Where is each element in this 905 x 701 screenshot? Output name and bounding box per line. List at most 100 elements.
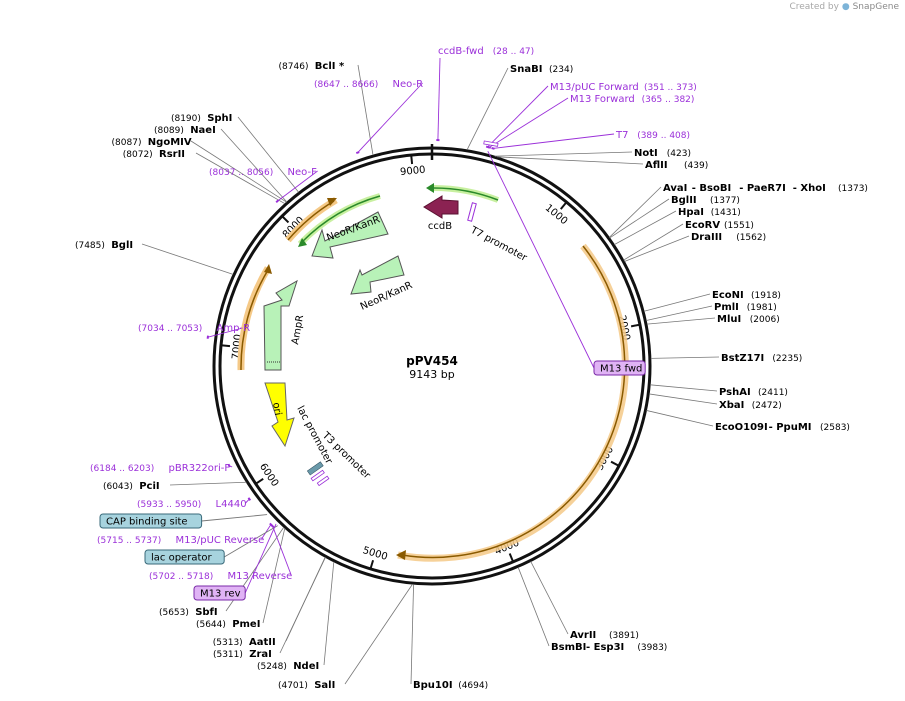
enzyme-leader-line — [141, 243, 234, 275]
feature-label-t7-promoter: T7 promoter — [468, 224, 530, 264]
primer-site-mark — [227, 463, 231, 468]
feature-box-text: CAP binding site — [106, 517, 188, 528]
feature-box-label: M13 fwd — [593, 360, 646, 376]
primer-label: (6184 .. 6203)pBR322ori-F — [90, 463, 230, 474]
leader-lines — [141, 57, 720, 685]
primer-range: (8037 .. 8056) — [209, 168, 273, 178]
enzyme-leader-line — [285, 557, 326, 642]
enzyme-label: (4701)SalI — [278, 680, 335, 691]
enzyme-name: SphI — [207, 113, 232, 124]
primer-name: M13/pUC Reverse — [176, 535, 265, 546]
snapgene-logo-icon: ● — [841, 2, 850, 12]
primer-name: L4440 — [216, 499, 247, 510]
enzyme-position: (2411) — [758, 388, 788, 398]
enzyme-leader-line — [494, 151, 633, 157]
enzyme-leader-line — [410, 584, 414, 685]
enzyme-leader-line — [646, 305, 713, 321]
tick-label-5000: 5000 — [361, 545, 389, 563]
primer-mark-top — [483, 140, 499, 147]
enzyme-label: EcoNI(1918) — [712, 290, 781, 301]
tick-mark-9000 — [410, 154, 414, 165]
enzyme-name: PmeI — [232, 619, 260, 630]
primer-range: (7034 .. 7053) — [138, 324, 202, 334]
enzyme-name: BstZ17I — [721, 353, 764, 364]
enzyme-label: (8089) NaeI — [154, 125, 216, 136]
primer-name: M13 Forward — [570, 94, 635, 105]
primer-name: M13/pUC Forward — [550, 82, 639, 93]
enzyme-leader-line — [623, 223, 684, 261]
site-labels: SnaBI(234) NotI (423)AflII (439) AvaI- BsoBI… — [75, 46, 868, 691]
enzyme-name: EcoRV — [685, 220, 720, 231]
enzyme-position: (1551) — [724, 221, 754, 231]
feature-box — [99, 513, 203, 529]
primer-leader-line — [492, 133, 615, 149]
primer-leader-line — [207, 326, 247, 338]
enzyme-name: AflII — [645, 160, 668, 171]
tick-mark-5000 — [369, 559, 375, 570]
enzyme-label: PmlI(1981) — [714, 302, 777, 313]
primer-label: (5715 .. 5737)M13/pUC Reverse — [97, 535, 264, 546]
enzyme-leader-line — [195, 152, 286, 205]
enzyme-leader-line — [530, 561, 569, 635]
box-leader-line — [244, 523, 277, 594]
feature-box-text: M13 fwd — [600, 364, 642, 375]
box-leader-line — [201, 514, 268, 522]
enzyme-label: Bpu10I(4694) — [413, 680, 488, 691]
primer-site-mark — [491, 147, 495, 150]
enzyme-position: (439) — [684, 161, 708, 171]
enzyme-position: (5248) — [257, 662, 287, 672]
neo-kan-arrow-2 — [350, 255, 405, 295]
plasmid-name: pPV454 — [406, 354, 458, 368]
feature-labels: ccdB T7 promoter NeoR/KanR NeoR/KanR Amp… — [270, 214, 529, 482]
primer-range: (6184 .. 6203) — [90, 464, 154, 474]
enzyme-position: (1918) — [751, 291, 781, 301]
neo-kan-arrow-1 — [311, 211, 389, 259]
enzyme-label: (5313)AatII — [213, 637, 276, 648]
tick-label-9000: 9000 — [400, 165, 426, 178]
enzyme-leader-line — [497, 156, 644, 165]
enzyme-name: SbfI — [195, 607, 217, 618]
orf-arc-left-upper-arrowhead — [327, 198, 337, 206]
feature-box-text: M13 rev — [200, 589, 241, 600]
feature-label-ccdb: ccdB — [428, 221, 452, 232]
orf-arc-right-arrowhead — [396, 550, 406, 560]
ampr-arrow — [263, 279, 298, 371]
enzyme-leader-line — [649, 393, 718, 405]
enzyme-position: (8746) — [279, 62, 309, 72]
enzyme-position: (423) — [667, 149, 691, 159]
tick-mark-4000 — [508, 553, 515, 563]
enzyme-position: (1373) — [838, 184, 868, 194]
feature-box — [593, 360, 646, 376]
primer-site-mark — [247, 497, 252, 501]
enzyme-label: SnaBI(234) — [510, 64, 573, 75]
enzyme-position: (3983) — [637, 643, 667, 653]
enzyme-label: (8190)SphI — [171, 113, 232, 124]
enzyme-name: PciI — [139, 481, 159, 492]
primer-name: Neo-F — [288, 167, 318, 178]
primer-leader-line — [437, 57, 441, 141]
enzyme-leader-line — [609, 198, 670, 239]
enzyme-label: BstZ17I (2235) — [721, 353, 802, 364]
feature-box-text: lac operator — [151, 553, 212, 564]
enzyme-name: NotI — [634, 148, 658, 159]
enzyme-name: XbaI — [719, 400, 744, 411]
enzyme-name: BglII — [671, 195, 697, 206]
enzyme-label: AvaI- BsoBI- PaeR7I- XhoI(1373) — [663, 183, 868, 194]
enzyme-position: (5644) — [196, 620, 226, 630]
enzyme-name: NaeI — [190, 125, 216, 136]
enzyme-leader-line — [643, 293, 711, 312]
enzyme-position: (2235) — [772, 354, 802, 364]
enzyme-name: - Esp3I — [586, 642, 624, 653]
enzyme-leader-line — [169, 481, 247, 486]
ccdb-arrow — [423, 195, 459, 219]
primer-name: T7 — [615, 130, 628, 141]
enzyme-label: BglII(1377) — [671, 195, 740, 206]
enzyme-label: XbaI(2472) — [719, 400, 782, 411]
enzyme-name: AatII — [249, 637, 276, 648]
enzyme-label: (7485)BglI — [75, 240, 133, 251]
enzyme-position: (8072) — [123, 150, 153, 160]
enzyme-position: (8089) — [154, 126, 184, 136]
primer-leader-line — [277, 170, 318, 202]
enzyme-name: AvaI — [663, 183, 687, 194]
enzyme-leader-line — [357, 64, 374, 156]
